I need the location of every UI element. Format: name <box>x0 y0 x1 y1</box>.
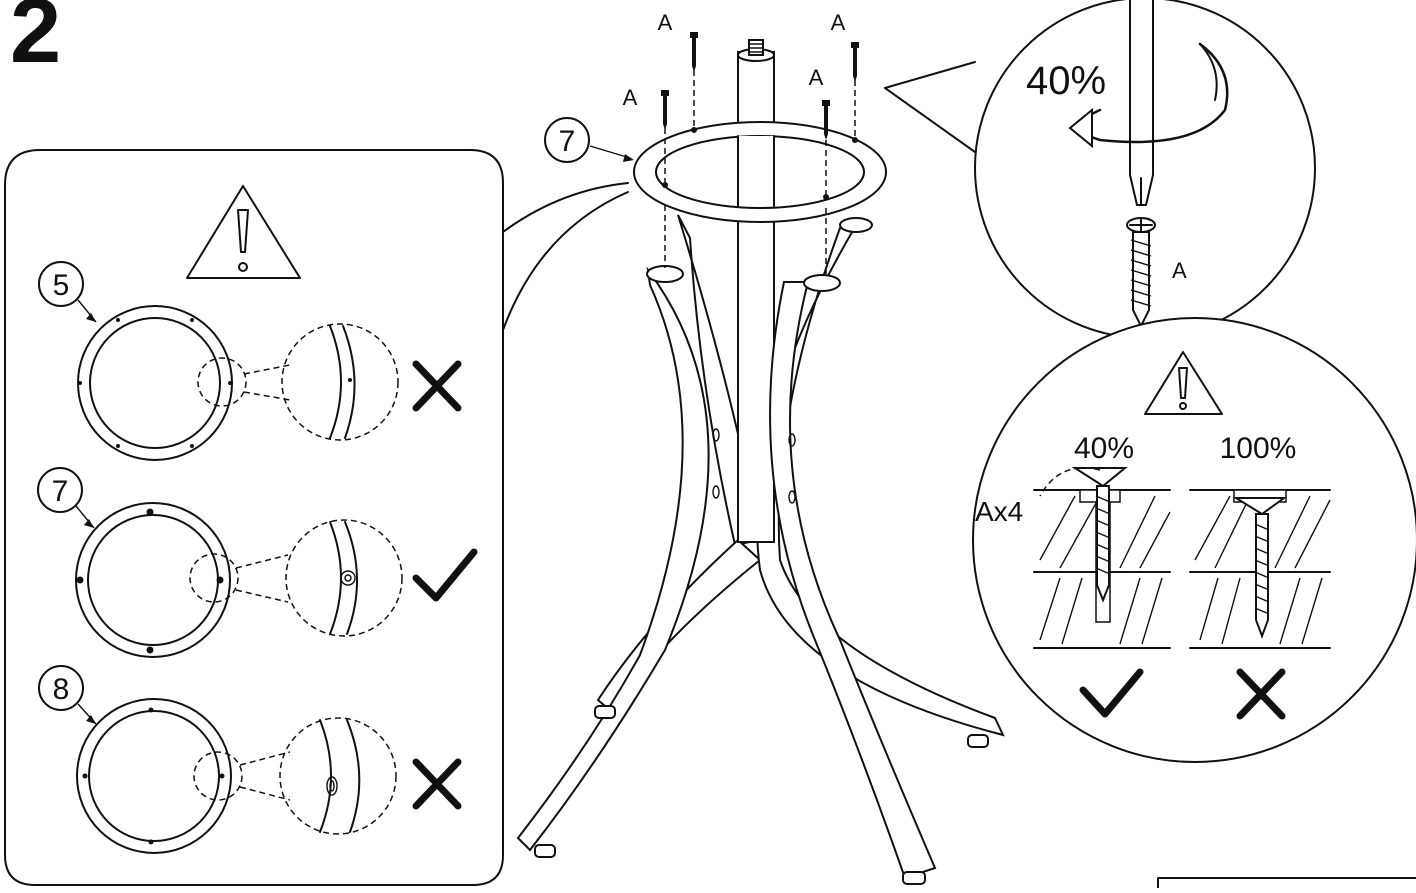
warning-triangle-icon <box>1144 351 1223 415</box>
callout-number: 7 <box>52 475 69 508</box>
screw-label: A <box>831 10 846 35</box>
torque-percent: 40% <box>1026 59 1106 103</box>
checkmark-icon <box>1079 668 1144 718</box>
panel-pointer-lower <box>502 191 629 331</box>
warning-panel <box>4 149 504 886</box>
callout-circle <box>38 665 84 711</box>
screw-icon <box>661 90 669 130</box>
cross-icon <box>1236 668 1286 720</box>
cross-icon <box>412 758 462 810</box>
callout-circle <box>544 117 590 163</box>
screw-icon <box>822 100 830 140</box>
ring-callout-number: 7 <box>559 125 576 158</box>
callout-circle <box>37 467 83 513</box>
screw-label: A <box>658 10 673 35</box>
checkmark-icon <box>412 548 478 602</box>
depth-left-percent: 40% <box>1074 432 1134 465</box>
screw-depth-detail <box>972 317 1416 763</box>
callout-number: 8 <box>53 673 70 706</box>
screw-icon <box>851 42 859 82</box>
screw-label: A <box>809 65 824 90</box>
screwdriver-detail <box>884 0 1316 339</box>
warning-triangle-icon <box>186 185 301 279</box>
screw-label: A <box>1172 258 1187 283</box>
warning-row-part-7: 7 <box>37 467 478 658</box>
screw-quantity: Ax4 <box>975 496 1023 527</box>
warning-row-part-8: 8 <box>38 665 462 854</box>
callout-circle <box>38 261 84 307</box>
panel-pointer-upper <box>502 182 629 233</box>
screw-icon <box>690 32 698 72</box>
callout-number: 5 <box>53 269 70 302</box>
screw-label: A <box>623 85 638 110</box>
cross-icon <box>412 360 462 412</box>
warning-row-part-5: 5 <box>38 261 462 461</box>
step-number: 2 <box>10 0 61 82</box>
page-footer-box <box>1157 877 1416 889</box>
coat-stand-illustration <box>516 32 1005 885</box>
depth-right-percent: 100% <box>1220 432 1297 465</box>
